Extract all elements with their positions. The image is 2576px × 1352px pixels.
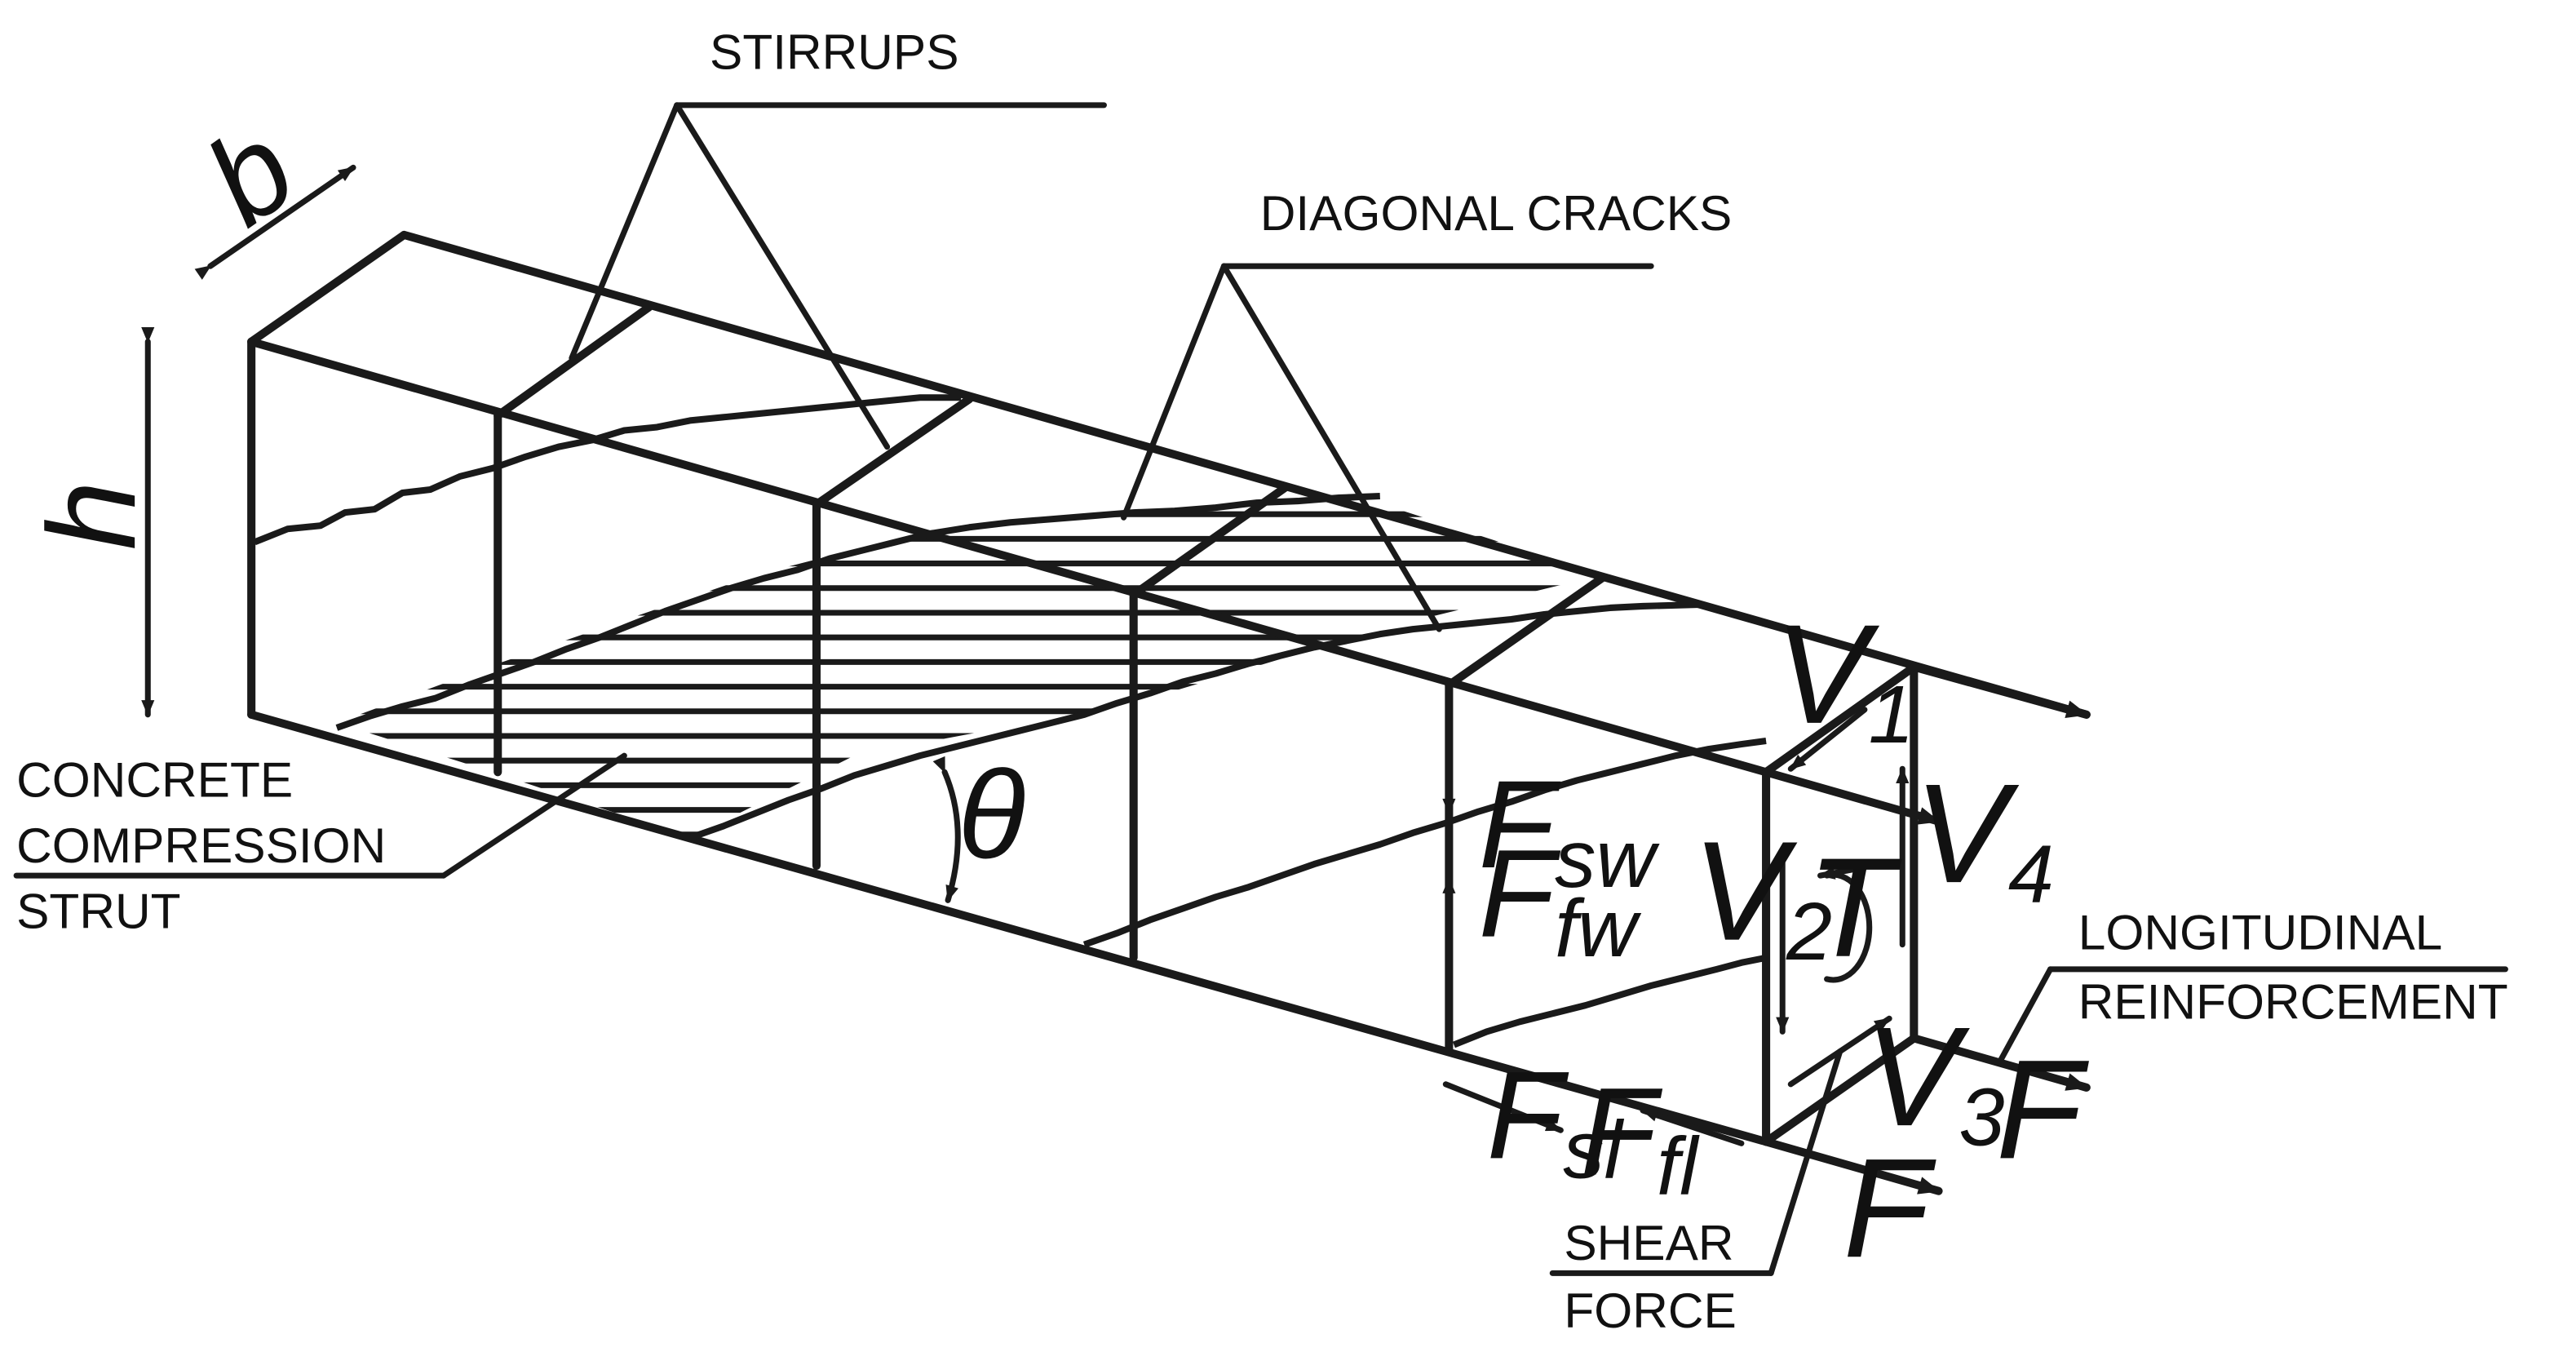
Fsl-label: Fsl [1487, 1045, 1625, 1195]
V1-label: V1 [1774, 595, 1914, 760]
shear-force-label-line2: FORCE [1564, 1283, 1736, 1338]
longitudinal-label-line2: REINFORCEMENT [2078, 973, 2508, 1029]
stirrups-label: STIRRUPS [710, 24, 958, 80]
theta-angle: θ [932, 745, 1025, 903]
bottom-chord-force-arrows [1442, 1081, 1745, 1146]
Ffl-label: Ffl [1580, 1062, 1699, 1212]
V3-label: V3 [1865, 997, 2005, 1163]
section-shear-flow-arrows [1776, 707, 1910, 1088]
diagonal-cracks-label: DIAGONAL CRACKS [1260, 185, 1733, 241]
F-longitudinal-label: F [1996, 1030, 2089, 1188]
concrete-label-line2: COMPRESSION [16, 818, 386, 873]
longitudinal-label-line1: LONGITUDINAL [2078, 905, 2442, 960]
concrete-label-line1: CONCRETE [16, 751, 293, 807]
T-label: T [1807, 828, 1901, 986]
b-label: b [182, 98, 319, 252]
V4-label: V4 [1914, 754, 2054, 920]
h-label: h [22, 481, 162, 550]
dimension-b: b [182, 98, 356, 280]
Fsw-label: Fsw [1479, 755, 1661, 905]
leader-lines [13, 102, 2508, 1276]
dimension-h: h [22, 327, 162, 718]
Ffw-label: Ffw [1479, 824, 1642, 974]
V2-label: V2 [1692, 812, 1832, 977]
diagonal-cracks [253, 394, 1767, 1048]
F-bottom-label: F [1843, 1128, 1936, 1287]
longitudinal-reinforcement-arrows [1762, 663, 2091, 1195]
theta-label: θ [958, 745, 1025, 884]
shear-force-label-line1: SHEAR [1564, 1215, 1733, 1270]
concrete-label-line3: STRUT [16, 884, 180, 939]
